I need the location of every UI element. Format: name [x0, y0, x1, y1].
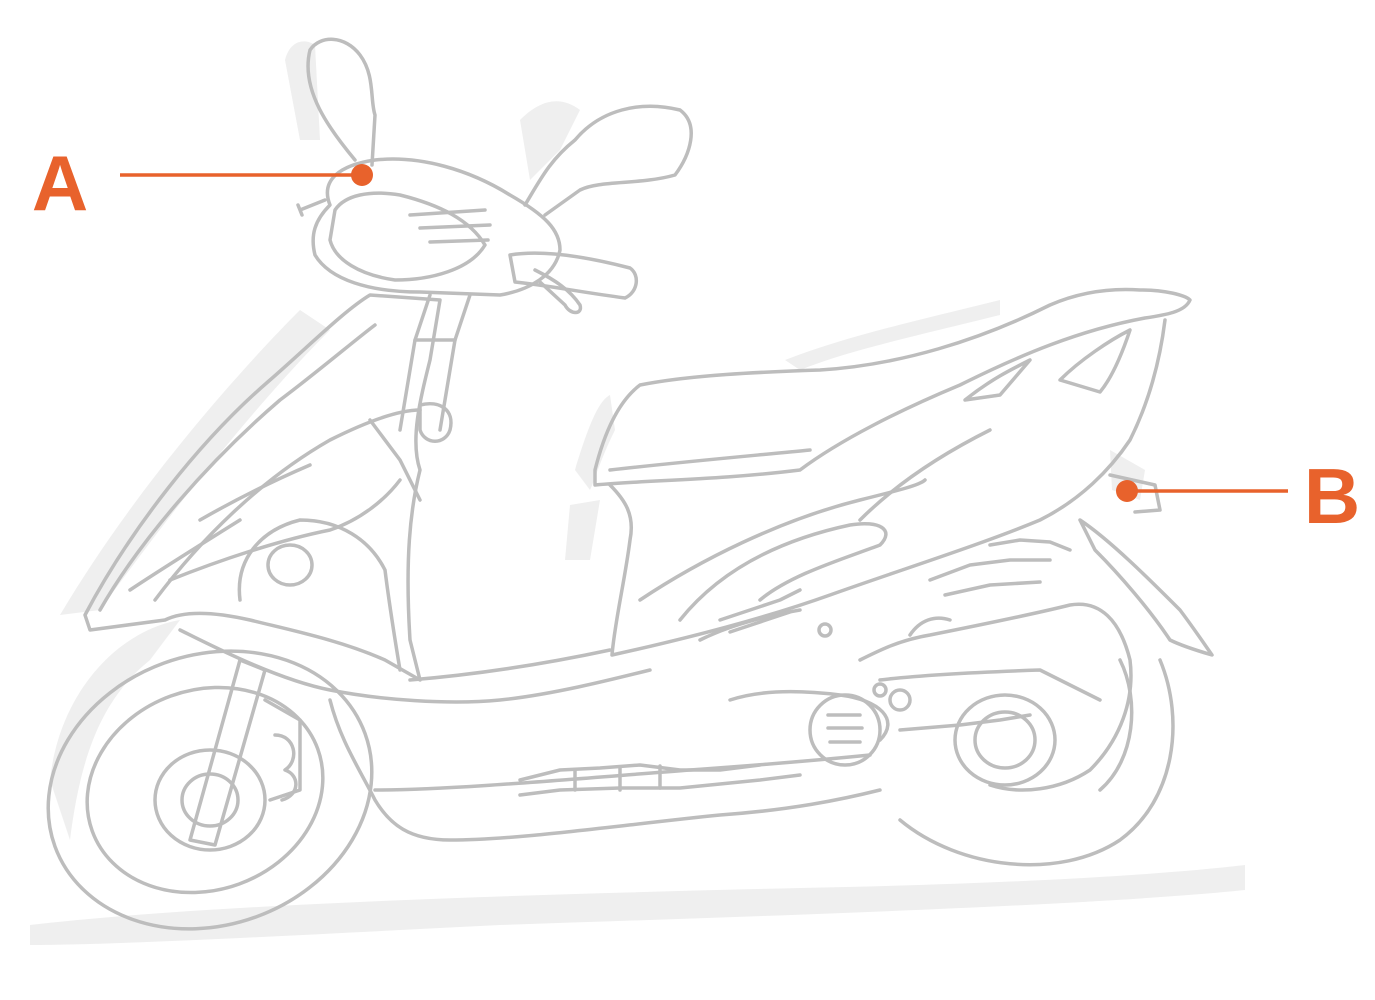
seat: [593, 287, 1192, 487]
stand: [518, 763, 802, 797]
rear-body: [608, 318, 1167, 657]
front-wheel: [46, 649, 374, 931]
front-body: [83, 293, 442, 682]
callout-a-marker: [351, 164, 373, 186]
rear-fender: [1078, 473, 1214, 657]
mirrors: [306, 37, 693, 217]
steering-column: [398, 293, 472, 443]
floorboard: [178, 628, 882, 842]
ground-shadow: [30, 41, 1245, 945]
rear-wheel: [898, 658, 1175, 867]
callout-b-label: B: [1304, 452, 1360, 540]
callout-b-marker: [1116, 480, 1138, 502]
handle-grip: [508, 251, 638, 315]
handlebar-cowl: [296, 157, 562, 297]
callout-a: A: [32, 139, 373, 227]
engine: [698, 538, 1133, 792]
callout-b: B: [1116, 452, 1360, 540]
scooter-icon: [46, 37, 1214, 931]
callout-a-label: A: [32, 139, 88, 227]
